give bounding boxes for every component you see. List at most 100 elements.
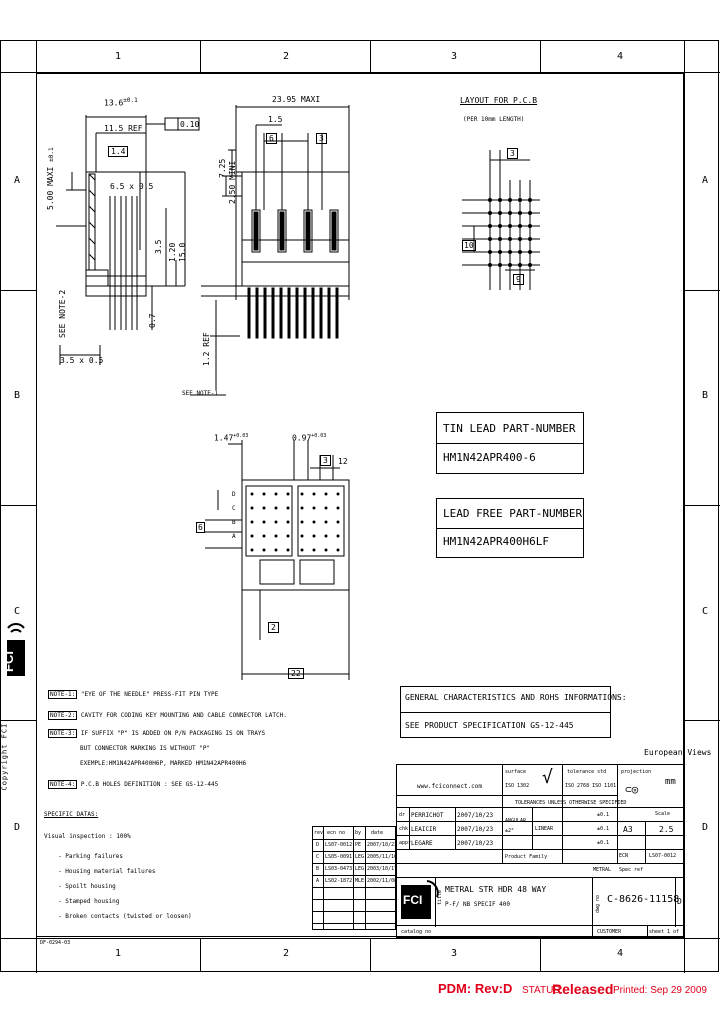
col-label-4: 4 [617, 51, 624, 62]
divider [397, 835, 683, 836]
divider [397, 795, 617, 796]
row-tick [0, 505, 36, 506]
catalog-label: catalog no [401, 929, 432, 935]
divider [313, 899, 395, 900]
pdm-revision: PDM: Rev:D [438, 981, 513, 996]
row-label-b: B [14, 390, 21, 401]
role-dr-name: PERRICHOT [411, 812, 444, 819]
role-appr-name: LEGARE [411, 840, 433, 847]
tin-lead-title: TIN LEAD PART-NUMBER [443, 422, 576, 435]
rev-header-date: date [371, 830, 384, 836]
scale: 2.5 [659, 825, 674, 834]
row-label-c-right: C [702, 606, 709, 617]
rev-header-by: by [355, 830, 362, 836]
lead-free-box: LEAD FREE PART-NUMBER HM1N42APR400H6LF [436, 498, 584, 558]
title-label: title [437, 889, 443, 905]
layout-title: LAYOUT FOR P.C.B [460, 96, 538, 105]
role-appr-date: 2007/10/23 [457, 840, 494, 847]
rev-row-b: B [316, 866, 320, 872]
ecn-number: LS07-0012 [649, 853, 677, 859]
divider [409, 807, 410, 849]
specific-line-1: Visual inspection : 100% [44, 833, 131, 840]
rev-header-rev: rev [314, 830, 324, 836]
col-label-2-bottom: 2 [283, 948, 290, 959]
dim-1-20: 1.20 [168, 242, 177, 262]
dim-tol: ±0.1 [48, 147, 55, 162]
note-text: CAVITY FOR CODING KEY MOUNTING AND CABLE… [80, 712, 287, 719]
rev-row-b-date: 2003/10/17 [367, 866, 398, 872]
row-tick [684, 505, 720, 506]
row-letter-d: D [232, 491, 236, 498]
rev-header-ecn: ecn no [327, 830, 346, 836]
note-text: "EYE OF THE NEEDLE" PRESS-FIT PIN TYPE [80, 691, 219, 698]
note-1: NOTE-1: "EYE OF THE NEEDLE" PRESS-FIT PI… [48, 690, 219, 699]
x-tol-3: ±0.1 [597, 840, 610, 846]
col-label-4-bottom: 4 [617, 948, 624, 959]
row-label-c: C [14, 606, 21, 617]
divider [502, 765, 503, 807]
note-text: IF SUFFIX "P" IS ADDED ON P/N PACKAGING … [80, 730, 266, 737]
tolerance-std: ISO 2768 ISO 1101 [565, 783, 617, 789]
tolerance-label: tolerance std [567, 769, 607, 775]
dim-6-bottom: 6 [196, 522, 205, 533]
dim-3-5: 3.5 x 0.5 [60, 356, 104, 365]
dim-1-4: 1.4 [108, 146, 129, 157]
role-appr: appr [399, 840, 412, 846]
col-tick [540, 938, 541, 972]
divider [313, 875, 395, 876]
col-tick [200, 40, 201, 73]
divider [592, 877, 593, 927]
note-tag: NOTE-4: [48, 780, 78, 789]
note-tag: NOTE-1: [48, 690, 78, 699]
role-chk: chk [399, 826, 409, 832]
surface-label: surface [505, 769, 527, 775]
rev-row-c-by: LEG [355, 854, 365, 860]
rev-row-d-ecn: LS07-0012 [325, 842, 353, 848]
rev-row-b-by: LEG [355, 866, 365, 872]
rev-row-a-ecn: LS02-1872 [325, 878, 353, 884]
row-tick [684, 290, 720, 291]
divider [592, 925, 593, 937]
revision-table: rev ecn no by date D LS07-0012 PE 2007/1… [312, 826, 398, 930]
divider [455, 807, 456, 849]
fci-title-logo-mark [401, 880, 439, 919]
row-label-d-right: D [702, 822, 709, 833]
col-tick [370, 40, 371, 73]
lead-free-title: LEAD FREE PART-NUMBER [443, 507, 583, 520]
divider [645, 821, 646, 863]
tolerance-note: TOLERANCES UNLESS OTHERWISE SPECIFIED [515, 800, 627, 806]
surface-code: ISO 1302 [505, 783, 530, 789]
divider [647, 925, 648, 937]
divider [562, 765, 563, 807]
col-label-1-bottom: 1 [115, 948, 122, 959]
divider [401, 712, 610, 713]
divider [532, 807, 533, 849]
product-family: METRAL [593, 867, 612, 873]
customer-label: CUSTOMER [597, 929, 622, 935]
col-label-1: 1 [115, 51, 122, 62]
dim-0-97: 0.97+0.03 [292, 433, 326, 443]
divider [323, 827, 324, 929]
note-3-line-3: EXEMPLE:HM1N42APR400H6P, MARKED HM1N42AP… [80, 760, 247, 767]
col-label-3: 3 [451, 51, 458, 62]
specific-line-3: - Housing material failures [58, 868, 156, 875]
rev-row-d: D [316, 842, 320, 848]
projection-label: projection [621, 769, 652, 775]
divider [397, 925, 683, 926]
dim-6-5: 6.5 x 0.5 [110, 182, 154, 191]
tin-lead-box: TIN LEAD PART-NUMBER HM1N42APR400-6 [436, 412, 584, 474]
fci-logo-mark [7, 623, 25, 676]
dim-2-50: 2.50 MINI [228, 160, 237, 204]
specific-line-2: - Parking failures [58, 853, 124, 860]
dim-3-bottom: 3 [320, 455, 331, 466]
rev-row-a: A [316, 878, 320, 884]
layout-subtitle: (PER 10mm LENGTH) [463, 116, 525, 123]
ecn-label: ECN [619, 853, 629, 859]
dim-11-5: 11.5 REF [104, 124, 143, 133]
dim-value: 13.6 [104, 98, 124, 108]
dim-15-0: 15.0 [178, 242, 187, 262]
divider [502, 807, 503, 863]
website: www.fciconnect.com [417, 783, 483, 790]
divider [437, 528, 583, 529]
divider [313, 863, 395, 864]
